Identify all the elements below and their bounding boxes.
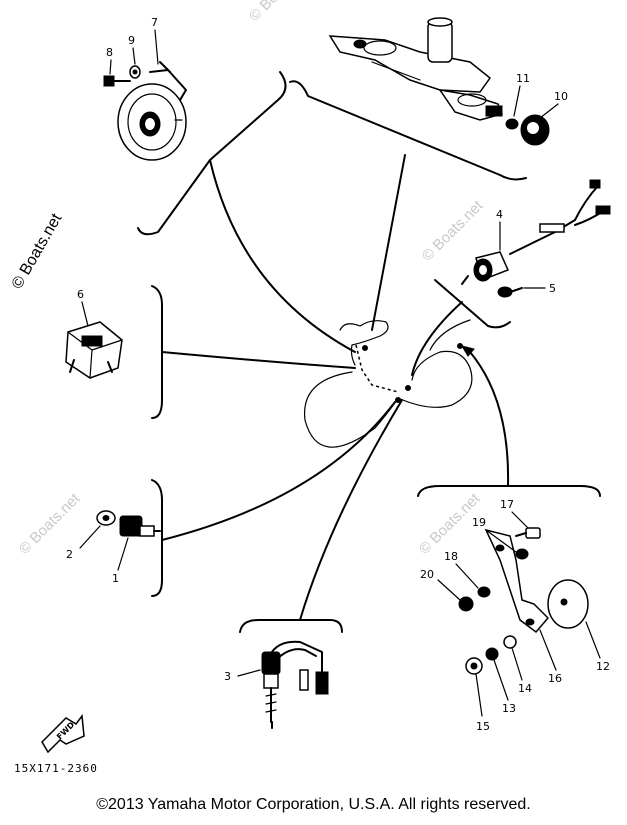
callout-leader-3 [237,669,261,677]
wire-harness-dash [355,344,399,393]
part-number-12: 12 [596,660,610,673]
harness-clip-3 [395,397,401,403]
switch-1 [119,515,161,537]
watermark-mid-left: © Boats.net [16,490,84,558]
bracket-neutral [239,619,343,633]
bracket-relay [151,285,163,419]
wire-harness-upper [339,320,389,366]
callout-leader-14 [511,647,523,681]
bolt-17 [515,527,541,539]
sensor-assembly [461,179,611,285]
wire-harness-loop [303,350,473,448]
bracket-sensor [434,279,511,329]
bracket-handlebar [289,80,527,181]
part-number-20: 20 [420,568,434,581]
part-number-5: 5 [549,282,556,295]
callout-leader-16 [539,629,557,671]
callout-leader-12 [585,621,601,659]
part-number-11: 11 [516,72,530,85]
cover-12 [547,579,589,629]
callout-leader-17 [511,511,529,529]
part-number-2: 2 [66,548,73,561]
callout-leader-20 [437,579,461,601]
part-number-3: 3 [224,670,231,683]
part-number-4: 4 [496,208,503,221]
neutral-switch-assembly [261,640,329,729]
part-number-17: 17 [500,498,514,511]
callout-leader-10 [539,103,559,119]
horn-assembly [117,61,187,161]
nut-11 [505,118,519,130]
leader-handlebar [371,154,406,331]
washer-13 [485,647,499,661]
callout-leader-13 [493,659,509,701]
handlebar-switch-assembly [328,17,504,121]
callout-leader-1 [117,537,129,571]
bracket-brake [417,485,601,497]
callout-leader-11 [513,85,521,117]
callout-leader-15 [475,673,483,717]
bracket-switch [151,479,163,597]
harness-clip-4 [457,343,463,349]
leader-neutral [299,399,403,621]
leader-relay [161,351,356,369]
part-number-19: 19 [472,516,486,529]
callout-leader-18 [455,563,479,589]
diagram-code: 15X171-2360 [14,762,98,775]
cap-10 [520,114,550,146]
bracket-16 [484,528,550,634]
part-number-15: 15 [476,720,490,733]
washer-19 [515,548,529,560]
washer-9 [129,65,141,79]
nut-20 [458,596,474,612]
washer-14 [503,635,517,649]
callout-leader-2 [79,525,101,549]
washer-18 [477,586,491,598]
harness-clip-2 [405,385,411,391]
callout-leader-7 [154,29,159,65]
bolt-8 [103,75,131,87]
part-number-14: 14 [518,682,532,695]
part-number-18: 18 [444,550,458,563]
washer-2 [96,510,116,526]
leader-sensor [411,301,463,376]
leader-brake [469,351,510,487]
screw-5 [497,286,523,298]
part-number-13: 13 [502,702,516,715]
arrow-brake [460,345,475,357]
part-number-8: 8 [106,46,113,59]
part-number-10: 10 [554,90,568,103]
part-number-9: 9 [128,34,135,47]
copyright-notice: ©2013 Yamaha Motor Corporation, U.S.A. A… [96,796,531,813]
part-number-7: 7 [151,16,158,29]
relay-assembly [65,321,123,379]
part-number-1: 1 [112,572,119,585]
part-number-6: 6 [77,288,84,301]
callout-leader-8 [109,59,112,75]
part-number-16: 16 [548,672,562,685]
harness-clip-1 [362,345,368,351]
harness-tail [429,319,471,351]
leader-switch [161,401,396,541]
callout-leader-9 [132,47,136,65]
nut-15 [465,657,483,675]
watermark-top-center: © Boats.net [246,0,314,25]
leader-horn [209,159,356,353]
callout-leader-6 [81,301,89,327]
watermark-top-right: © Boats.net [419,197,487,265]
fwd-arrow-icon: FWD [41,714,85,754]
watermark-left: © Boats.net [9,210,66,292]
callout-leader-19 [485,529,517,553]
